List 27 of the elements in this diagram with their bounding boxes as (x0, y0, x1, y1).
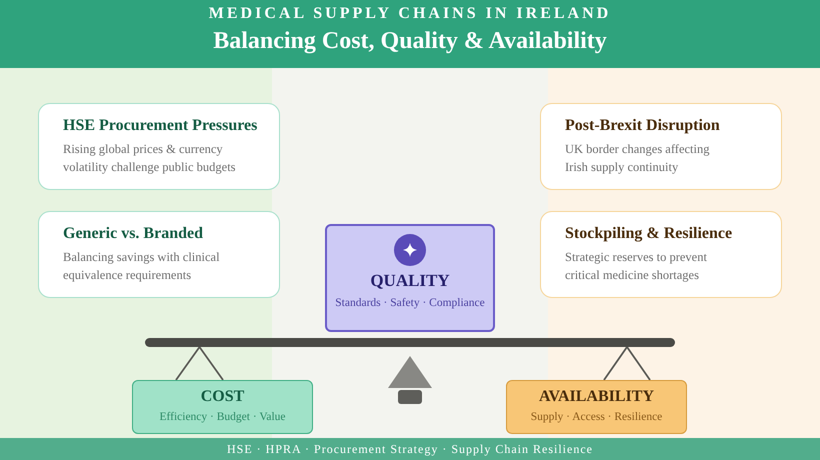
header-title: Balancing Cost, Quality & Availability (213, 27, 607, 56)
pillar-subtitle: Standards · Safety · Compliance (335, 296, 485, 312)
pillar-heading: AVAILABILITY (538, 387, 654, 407)
card-heading: Generic vs. Branded (63, 224, 204, 244)
footer-text: HSE · HPRA · Procurement Strategy · Supply Chain Resilience (227, 441, 593, 458)
info-card (38, 103, 280, 190)
header-kicker: MEDICAL SUPPLY CHAINS IN IRELAND (208, 4, 612, 24)
hanger-line (603, 345, 651, 381)
pillar-subtitle: Supply · Access · Resilience (530, 410, 662, 425)
card-heading: Stockpiling & Resilience (565, 224, 734, 244)
pillar-heading: QUALITY (370, 270, 450, 292)
pillar-heading: COST (200, 387, 244, 407)
balance-beam (145, 338, 675, 347)
card-heading: HSE Procurement Pressures (63, 116, 255, 136)
card-description: Balancing savings with clinical equivalence requirements (63, 249, 221, 284)
info-card (540, 103, 782, 190)
pillar-box (506, 380, 687, 434)
info-card (540, 211, 782, 298)
quality-box (325, 224, 495, 332)
card-description: UK border changes affecting Irish supply continuity (565, 141, 711, 176)
info-card (38, 211, 280, 298)
pillar-box (132, 380, 313, 434)
card-description: Rising global prices & currency volatility challenge public budgets (63, 141, 237, 176)
pillar-subtitle: Efficiency · Budget · Value (159, 410, 286, 425)
hanger-line (175, 345, 224, 381)
card-description: Strategic reserves to prevent critical medicine shortages (565, 249, 708, 284)
card-heading: Post-Brexit Disruption (565, 116, 721, 136)
